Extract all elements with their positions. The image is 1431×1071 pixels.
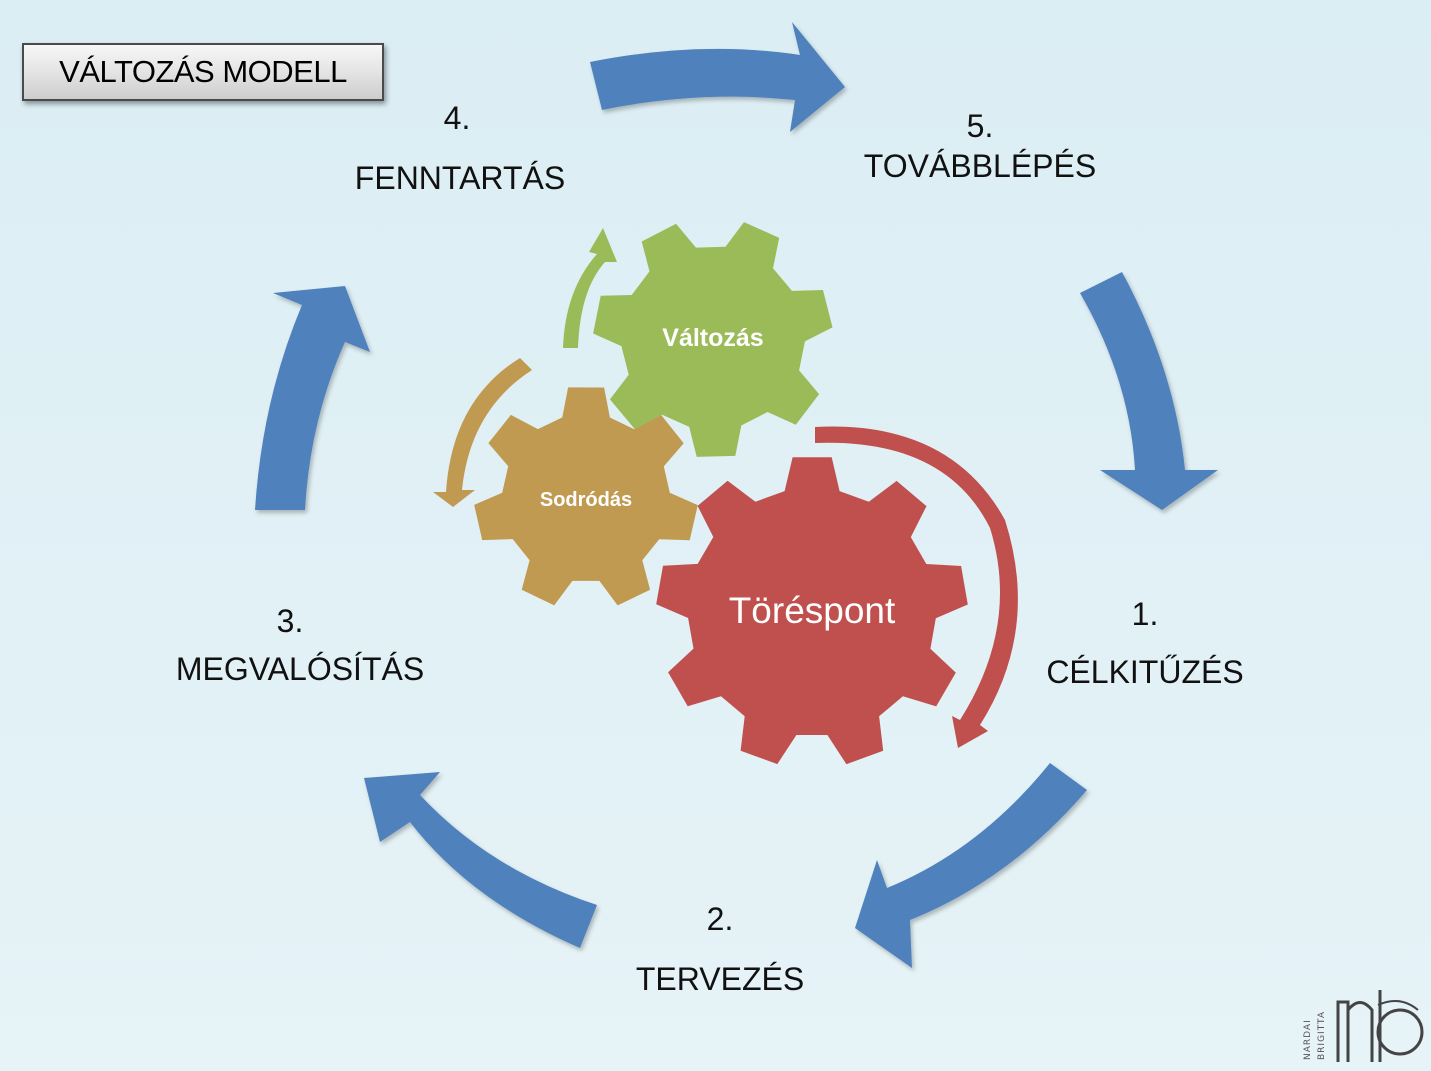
stage-5-label: TOVÁBBLÉPÉS bbox=[863, 148, 1097, 184]
arrow-celkituzes-to-tervezes bbox=[855, 763, 1087, 968]
stage-4: 4. FENNTARTÁS bbox=[340, 102, 580, 194]
arrow-tovabblepes-to-celkituzes bbox=[1080, 272, 1218, 510]
gear-breakpoint bbox=[656, 457, 968, 765]
arrow-megvalositas-to-fenntartas bbox=[255, 286, 370, 510]
gear-drift-label: Sodródás bbox=[540, 489, 632, 511]
model-title: VÁLTOZÁS MODELL bbox=[22, 43, 384, 101]
gear-arrows bbox=[433, 228, 1018, 748]
cycle-arrows bbox=[255, 22, 1218, 968]
stage-3: 3. MEGVALÓSÍTÁS bbox=[160, 605, 440, 685]
stage-3-label: MEGVALÓSÍTÁS bbox=[175, 651, 425, 687]
green-curved-arrow bbox=[563, 228, 617, 348]
stage-2-number: 2. bbox=[706, 901, 734, 937]
gear-change-label: Változás bbox=[662, 324, 763, 352]
stage-5-number: 5. bbox=[966, 108, 994, 144]
logo-name: NARDAI BRIGITTA bbox=[1303, 998, 1333, 1062]
stage-3-number: 3. bbox=[276, 603, 304, 639]
stage-2: 2. TERVEZÉS bbox=[610, 903, 830, 995]
logo-line-2: BRIGITTA bbox=[1317, 1010, 1327, 1060]
stage-4-label: FENNTARTÁS bbox=[354, 160, 566, 196]
gear-breakpoint-label: Töréspont bbox=[729, 590, 896, 631]
stage-1-label: CÉLKITŰZÉS bbox=[1046, 654, 1244, 690]
tan-curved-arrow bbox=[433, 358, 532, 507]
logo-line-1: NARDAI bbox=[1303, 1019, 1313, 1060]
stage-5: 5. TOVÁBBLÉPÉS bbox=[860, 110, 1100, 182]
gear-drift bbox=[474, 387, 698, 606]
stage-2-label: TERVEZÉS bbox=[635, 961, 805, 997]
stage-1: 1. CÉLKITŰZÉS bbox=[1030, 598, 1260, 688]
gear-change bbox=[593, 222, 833, 457]
stage-1-number: 1. bbox=[1131, 596, 1159, 632]
nb-logo bbox=[1336, 990, 1424, 1062]
arrow-tervezes-to-megvalositas bbox=[364, 772, 597, 948]
stage-4-number: 4. bbox=[443, 100, 471, 136]
arrow-fenntartas-to-tovabblepes bbox=[590, 22, 845, 132]
